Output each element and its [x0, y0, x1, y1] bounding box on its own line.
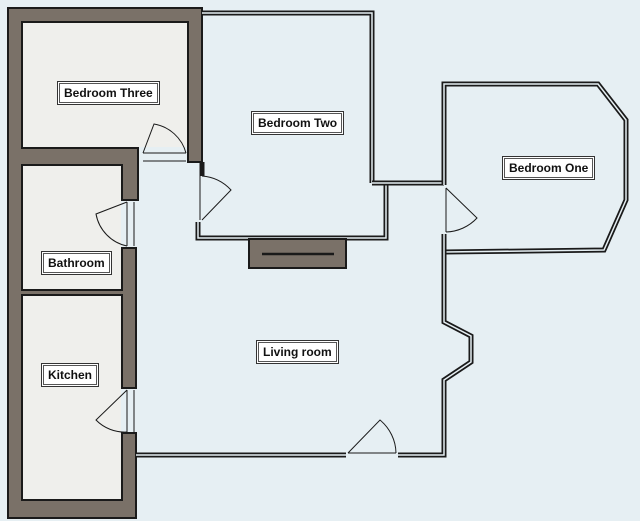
door-bedroom-two	[199, 175, 232, 221]
room-label-bedroom-three: Bedroom Three	[57, 81, 160, 105]
room-label-bedroom-two: Bedroom Two	[251, 111, 345, 135]
door-bathroom	[95, 201, 135, 247]
door-bedroom-one	[445, 187, 478, 233]
room-label-bedroom-one: Bedroom One	[502, 156, 596, 180]
room-label-kitchen: Kitchen	[41, 363, 100, 387]
door-entrance	[347, 419, 397, 454]
left-outer-wall	[7, 7, 203, 519]
kitchen-floor	[23, 296, 121, 499]
room-label-living-room: Living room	[256, 340, 339, 364]
door-bedroom-three	[142, 123, 187, 162]
door-kitchen	[95, 389, 135, 433]
room-label-bathroom: Bathroom	[41, 251, 112, 275]
